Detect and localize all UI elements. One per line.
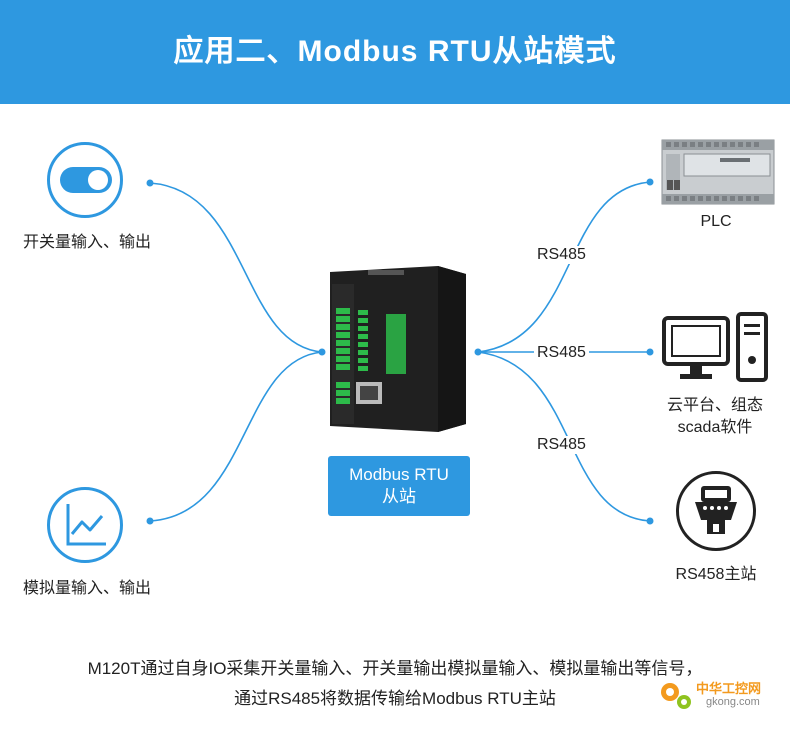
- rs-master-label: RS458主站: [675, 566, 757, 583]
- watermark: 中华工控网 gkong.com: [656, 676, 782, 716]
- modbus-box-line1: Modbus RTU: [349, 465, 449, 484]
- serial-port-icon: [695, 486, 737, 534]
- link-switch-to-module: [149, 182, 323, 353]
- plc-label: PLC: [700, 213, 732, 230]
- scada-label-line2: scada软件: [677, 419, 753, 436]
- page-title: 应用二、Modbus RTU从站模式: [173, 35, 617, 68]
- description-line1: M120T通过自身IO采集开关量输入、开关量输出模拟量输入、模拟量输出等信号，: [87, 659, 703, 678]
- watermark-text-cn: 中华工控网: [696, 681, 762, 696]
- rs485-label-middle: RS485: [534, 344, 589, 362]
- modbus-box-line2: 从站: [382, 487, 416, 506]
- watermark-text-en: gkong.com: [706, 696, 760, 708]
- rs485-label-bottom: RS485: [534, 436, 589, 454]
- link-module-to-plc: [477, 181, 651, 353]
- link-analog-to-module: [149, 351, 323, 522]
- switch-io-circle: [47, 142, 123, 218]
- header-banner: 应用二、Modbus RTU从站模式: [0, 0, 790, 104]
- rs-master-circle: [676, 471, 756, 551]
- io-module-device-icon: [330, 266, 466, 432]
- analog-io-label: 模拟量输入、输出: [22, 580, 151, 597]
- scada-label: 云平台、组态 scada软件: [655, 395, 775, 439]
- gear-logo-icon: [661, 683, 691, 709]
- line-chart-icon: [66, 504, 106, 546]
- scada-label-line1: 云平台、组态: [666, 397, 763, 414]
- analog-io-circle: [47, 487, 123, 563]
- modbus-rtu-slave-box: Modbus RTU 从站: [328, 456, 470, 516]
- description-line2: 通过RS485将数据传输给Modbus RTU主站: [234, 689, 556, 708]
- computer-icon: [662, 312, 768, 382]
- switch-io-label: 开关量输入、输出: [22, 234, 151, 251]
- plc-icon: [661, 139, 775, 205]
- toggle-switch-icon: [60, 167, 112, 193]
- rs485-label-top: RS485: [534, 246, 589, 264]
